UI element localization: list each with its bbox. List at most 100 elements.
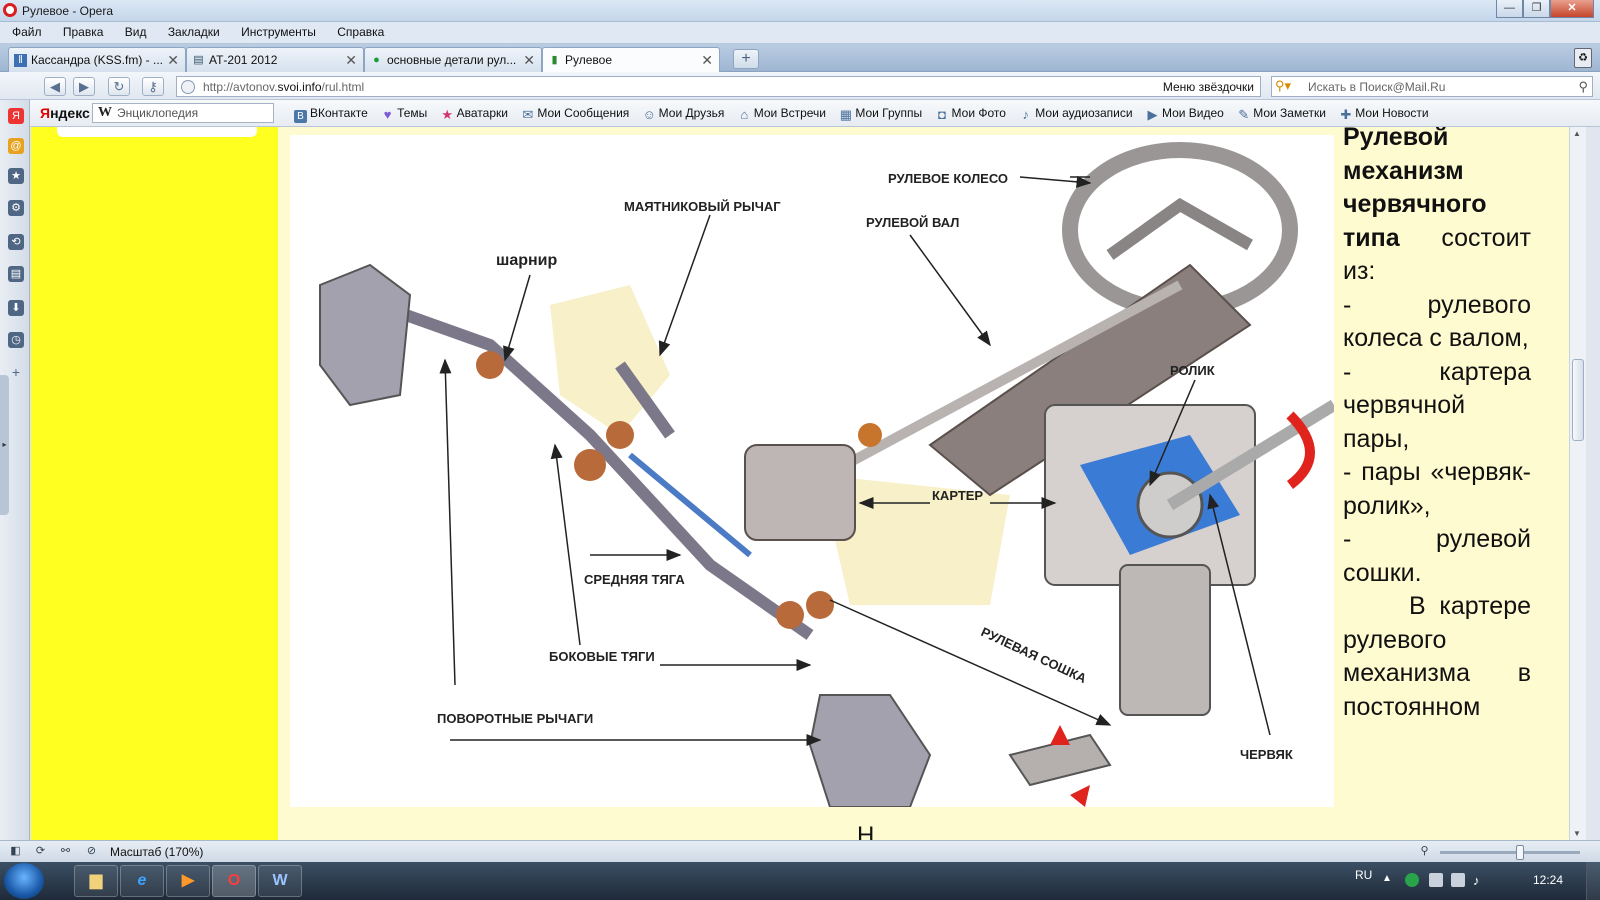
link-themes[interactable]: ♥Темы	[381, 106, 428, 122]
close-button[interactable]: ✕	[1550, 0, 1594, 18]
idler-arm-shape	[615, 361, 675, 439]
url-bar[interactable]: http://avtonov.svoi.info/rul.html Меню з…	[176, 76, 1261, 97]
downloads-panel-icon[interactable]: ⬇	[8, 300, 24, 316]
link-news[interactable]: ✚Мои Новости	[1340, 106, 1429, 122]
bookmarks-panel-icon[interactable]: ★	[8, 168, 24, 184]
menu-edit[interactable]: Правка	[62, 25, 104, 39]
zoom-slider-knob[interactable]	[1515, 845, 1524, 860]
link-avatars[interactable]: ★Аватарки	[441, 106, 508, 122]
start-button[interactable]	[4, 863, 44, 899]
menu-bookmarks[interactable]: Закладки	[167, 25, 220, 39]
trash-icon[interactable]: ♻	[1574, 48, 1592, 68]
zoom-level[interactable]: Масштаб (170%)	[110, 845, 204, 859]
mail-panel-icon[interactable]: @	[8, 138, 24, 154]
opera-taskbar-button[interactable]: O	[212, 865, 256, 897]
clock[interactable]: 12:24	[1533, 873, 1564, 887]
skype-icon[interactable]	[1405, 873, 1419, 887]
link-audio[interactable]: ♪Мои аудиозаписи	[1019, 106, 1133, 121]
link-messages[interactable]: ✉Мои Сообщения	[522, 106, 630, 122]
language-indicator[interactable]: RU	[1355, 868, 1373, 882]
tab-label: АТ-201 2012	[209, 53, 278, 67]
menu-file[interactable]: Файл	[12, 25, 42, 39]
tab-at201[interactable]: ▤ АТ-201 2012 ✕	[186, 47, 364, 72]
tab-close-icon[interactable]: ✕	[345, 52, 357, 68]
link-friends[interactable]: ☺Мои Друзья	[642, 106, 725, 122]
menu-tools[interactable]: Инструменты	[241, 25, 316, 39]
turbo-icon[interactable]: ⊘	[86, 845, 97, 857]
tab-kassandra[interactable]: ǁ Кассандра (KSS.fm) - ... ✕	[8, 47, 186, 72]
reload-button[interactable]: ↻	[108, 77, 130, 96]
zoom-icon[interactable]: ⚲	[1420, 845, 1429, 857]
wikipedia-icon: W	[98, 105, 112, 120]
link-groups[interactable]: ▦Мои Группы	[839, 106, 923, 122]
scrollbar-thumb[interactable]	[1572, 359, 1584, 441]
menu-help[interactable]: Справка	[337, 25, 385, 39]
heart-icon: ♥	[383, 107, 392, 122]
vertical-scrollbar[interactable]: ▲ ▼	[1569, 127, 1586, 840]
notes-panel-icon[interactable]: ▤	[8, 266, 24, 282]
bushing-shape	[574, 449, 606, 481]
tray-arrow-icon[interactable]: ▲	[1382, 873, 1392, 884]
leader-line	[829, 599, 1112, 726]
zoom-slider[interactable]	[1440, 845, 1580, 860]
back-arrow-icon: ◀	[50, 79, 60, 94]
panel-toggle-icon[interactable]: ◧	[10, 845, 21, 857]
new-tab-button[interactable]: +	[733, 49, 759, 69]
steering-shaft-shape	[842, 280, 1183, 470]
yandex-panel-icon[interactable]: Я	[8, 108, 24, 124]
bushing-shape	[606, 421, 634, 449]
forward-arrow-icon: ▶	[79, 79, 89, 94]
bushing-shape	[806, 591, 834, 619]
search-bar[interactable]: ⚲▾ Искать в Поиск@Mail.Ru ⚲	[1271, 76, 1593, 97]
tab-rulevoe[interactable]: ▮ Рулевое ✕	[542, 47, 720, 73]
network-icon[interactable]	[1451, 873, 1465, 887]
show-desktop-button[interactable]	[1586, 862, 1600, 900]
scroll-down-icon[interactable]: ▼	[1573, 829, 1581, 838]
speed-dial-menu[interactable]: Меню звёздочки	[1162, 80, 1254, 94]
menu-view[interactable]: Вид	[124, 25, 147, 39]
label-roller: РОЛИК	[1170, 363, 1215, 378]
site-info-icon[interactable]	[181, 80, 195, 94]
maximize-button[interactable]: ❐	[1523, 0, 1550, 18]
action-center-icon[interactable]	[1429, 873, 1443, 887]
unite-panel-icon[interactable]: ⟲	[8, 234, 24, 250]
link-notes[interactable]: ✎Мои Заметки	[1238, 106, 1326, 122]
tab-close-icon[interactable]: ✕	[523, 52, 535, 68]
tab-close-icon[interactable]: ✕	[701, 52, 713, 68]
label-housing: КАРТЕР	[932, 488, 983, 503]
search-engine-selector-icon[interactable]: ⚲▾	[1275, 78, 1292, 93]
wiki-search-input[interactable]: W Энциклопедия	[92, 103, 274, 123]
wand-button[interactable]: ⚷	[142, 77, 164, 96]
forward-button[interactable]: ▶	[73, 77, 95, 96]
opera-logo-icon	[3, 3, 17, 17]
volume-icon[interactable]: ♪	[1473, 873, 1480, 888]
tab-close-icon[interactable]: ✕	[167, 52, 179, 68]
panel-toggle-handle[interactable]: ▸	[0, 375, 9, 515]
add-panel-icon[interactable]: +	[11, 364, 21, 380]
tab-google-search[interactable]: ● основные детали рул... ✕	[364, 47, 542, 72]
unite-icon[interactable]: ⚯	[60, 845, 71, 857]
back-button[interactable]: ◀	[44, 77, 66, 96]
minimize-button[interactable]: —	[1496, 0, 1523, 18]
rotation-arrow-shape	[1286, 411, 1315, 489]
yandex-logo[interactable]: Яндекс	[40, 105, 90, 121]
history-panel-icon[interactable]: ◷	[8, 332, 24, 348]
ie-taskbar-button[interactable]: e	[120, 865, 164, 897]
explorer-taskbar-button[interactable]: ▆	[74, 865, 118, 897]
link-meetings[interactable]: ⌂Мои Встречи	[738, 106, 826, 121]
menu-box	[57, 127, 257, 137]
steering-box-shape	[744, 444, 856, 541]
link-video[interactable]: ▶Мои Видео	[1147, 106, 1224, 122]
media-player-taskbar-button[interactable]: ▶	[166, 865, 210, 897]
sync-icon[interactable]: ⟳	[35, 845, 46, 857]
url-text[interactable]: http://avtonov.svoi.info/rul.html	[203, 80, 365, 94]
search-input[interactable]: Искать в Поиск@Mail.Ru	[1308, 80, 1446, 94]
widgets-panel-icon[interactable]: ⚙	[8, 200, 24, 216]
bushing-shape	[476, 351, 504, 379]
search-icon[interactable]: ⚲	[1578, 79, 1588, 94]
word-taskbar-button[interactable]: W	[258, 865, 302, 897]
input-shaft-shape	[1166, 399, 1338, 511]
scroll-up-icon[interactable]: ▲	[1573, 129, 1581, 138]
link-photos[interactable]: ◘Мои Фото	[936, 106, 1006, 121]
